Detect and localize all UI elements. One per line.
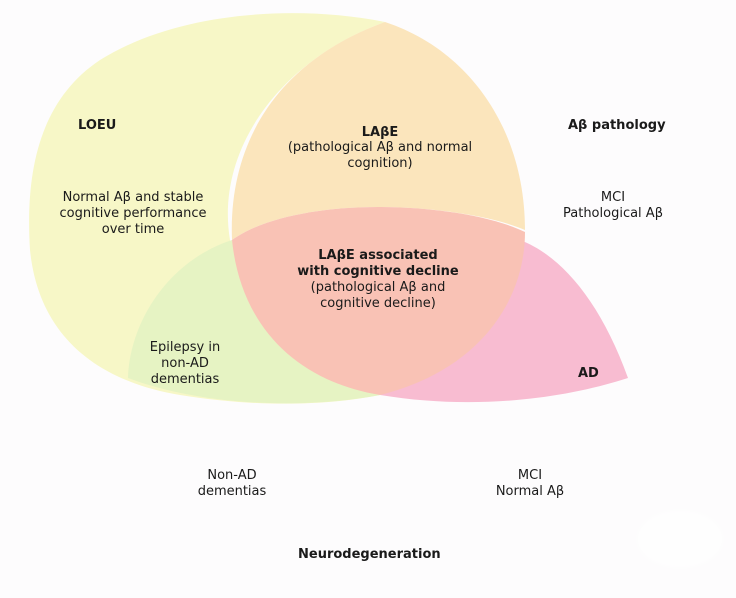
- mci-pathological-line: Pathological Aβ: [563, 206, 663, 221]
- center-desc-line: cognitive decline): [320, 296, 436, 311]
- center-title-line: LAβE associated: [318, 248, 438, 263]
- center-title: LAβE associated with cognitive decline: [278, 248, 478, 280]
- loeu-desc-line: Normal Aβ and stable: [62, 190, 204, 205]
- non-ad-label: Non-AD dementias: [182, 468, 282, 500]
- loeu-description: Normal Aβ and stable cognitive performan…: [38, 190, 228, 238]
- epilepsy-label: Epilepsy in non-AD dementias: [140, 340, 230, 388]
- mci-normal-line: MCI: [517, 468, 543, 483]
- epilepsy-line: non-AD: [161, 356, 209, 371]
- loeu-region: [29, 13, 385, 404]
- mci-normal-label: MCI Normal Aβ: [480, 468, 580, 500]
- neurodegeneration-region: [128, 240, 380, 404]
- loeu-desc-line: over time: [101, 222, 165, 237]
- center-description: (pathological Aβ and cognitive decline): [278, 280, 478, 312]
- loeu-desc-line: cognitive performance: [59, 206, 207, 221]
- ab-pathology-label: Aβ pathology: [568, 118, 666, 133]
- mci-pathological-label: MCI Pathological Aβ: [548, 190, 678, 222]
- center-desc-line: (pathological Aβ and: [310, 280, 446, 295]
- labe-desc-line: cognition): [347, 156, 413, 171]
- labe-description: (pathological Aβ and normal cognition): [260, 140, 500, 172]
- neurodegeneration-label: Neurodegeneration: [298, 547, 441, 562]
- center-region: [232, 207, 525, 395]
- mci-normal-line: Normal Aβ: [495, 484, 565, 499]
- center-title-line: with cognitive decline: [297, 264, 459, 279]
- non-ad-line: Non-AD: [207, 468, 257, 483]
- watermark: [638, 512, 722, 566]
- mci-pathological-line: MCI: [600, 190, 626, 205]
- labe-title: LAβE: [361, 125, 399, 140]
- labe-desc-line: (pathological Aβ and normal: [287, 140, 473, 155]
- labe-region: [231, 22, 525, 240]
- non-ad-line: dementias: [197, 484, 267, 499]
- ad-label: AD: [578, 366, 599, 381]
- epilepsy-line: dementias: [150, 372, 220, 387]
- epilepsy-line: Epilepsy in: [149, 340, 221, 355]
- loeu-label: LOEU: [78, 118, 117, 133]
